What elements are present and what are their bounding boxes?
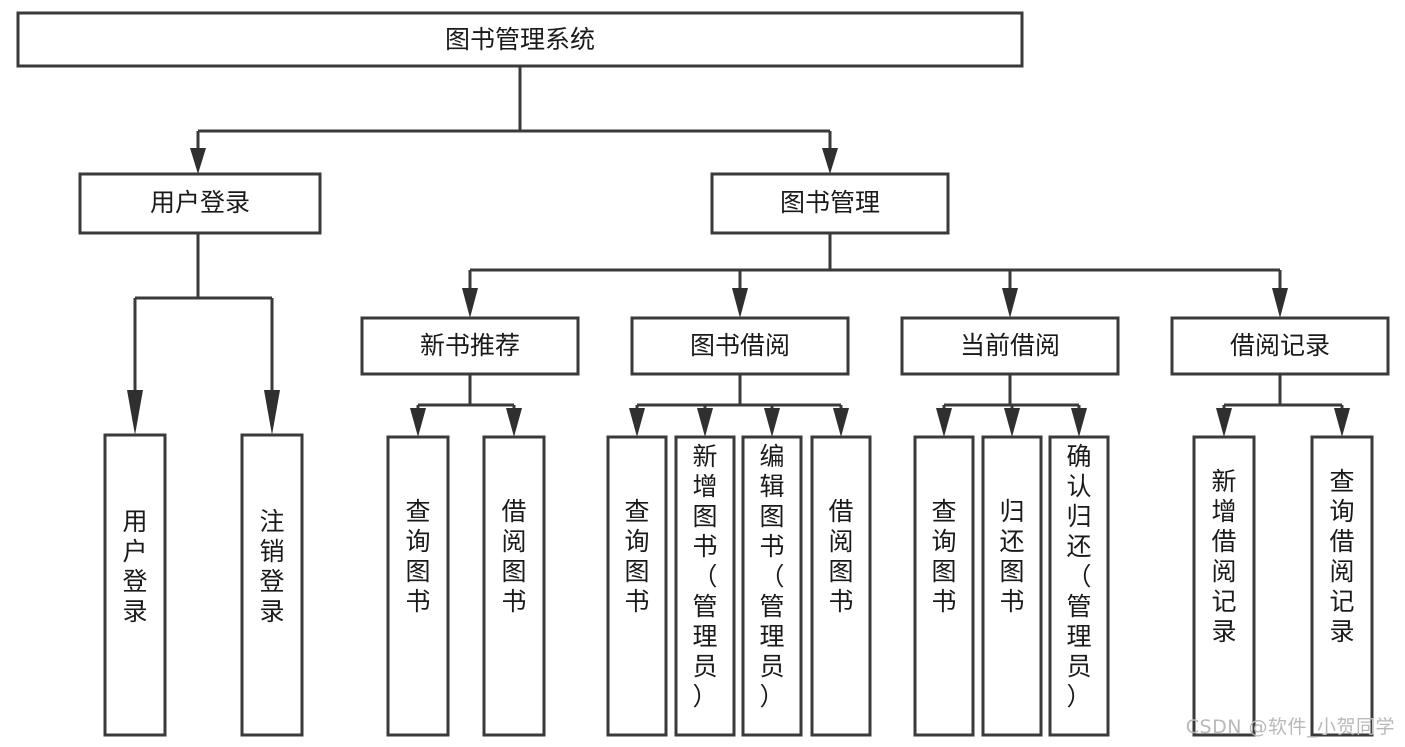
node-root[interactable]: 图书管理系统 (16, 11, 1024, 68)
node-book-borrow-box[interactable] (630, 316, 850, 376)
node-leaf-add-borrow-record[interactable]: 新增借阅记录 (1192, 435, 1256, 737)
arrow-to-leaf-borrow-book-1 (506, 408, 522, 437)
node-leaf-confirm-return-label: 确认归还（管理员） (1066, 442, 1091, 711)
node-user-login-box[interactable] (78, 172, 322, 235)
node-root-box[interactable] (16, 11, 1024, 68)
node-leaf-query-book-2-box[interactable] (606, 435, 668, 737)
arrow-to-leaf-user-login (127, 390, 143, 435)
node-leaf-borrow-book-1-box[interactable] (482, 435, 546, 737)
node-book-borrow[interactable]: 图书借阅 (630, 316, 850, 376)
node-leaf-borrow-book-1[interactable]: 借阅图书 (482, 435, 546, 737)
arrow-to-book-borrow (732, 288, 748, 318)
node-leaf-query-book-1-label: 查询图书 (405, 497, 430, 616)
node-leaf-query-borrow-record[interactable]: 查询借阅记录 (1310, 435, 1374, 737)
arrow-to-new-book-recommend (462, 288, 478, 318)
node-borrow-record[interactable]: 借阅记录 (1170, 316, 1390, 376)
node-leaf-edit-book[interactable]: 编辑图书（管理员） (741, 435, 803, 737)
node-leaf-add-book[interactable]: 新增图书（管理员） (674, 435, 736, 737)
node-book-manage[interactable]: 图书管理 (710, 172, 950, 235)
node-leaf-borrow-book-2[interactable]: 借阅图书 (810, 435, 872, 737)
node-current-borrow-box[interactable] (900, 316, 1120, 376)
arrow-to-borrow-record (1272, 288, 1288, 318)
arrow-to-current-borrow (1002, 288, 1018, 318)
arrow-to-leaf-logout-login (264, 390, 280, 435)
node-leaf-return-book-label: 归还图书 (999, 497, 1024, 616)
node-borrow-record-box[interactable] (1170, 316, 1390, 376)
node-leaf-logout-login-label: 注销登录 (259, 507, 284, 626)
node-borrow-record-label: 借阅记录 (1230, 331, 1330, 360)
node-leaf-query-book-3-label: 查询图书 (931, 497, 956, 616)
node-leaf-query-book-3-box[interactable] (913, 435, 975, 737)
node-leaf-return-book-box[interactable] (981, 435, 1043, 737)
node-new-book-recommend[interactable]: 新书推荐 (360, 316, 580, 376)
arrow-to-leaf-add-borrow-record (1216, 408, 1232, 437)
node-current-borrow-label: 当前借阅 (960, 331, 1060, 360)
node-leaf-add-borrow-record-label: 新增借阅记录 (1211, 467, 1236, 646)
node-leaf-borrow-book-2-box[interactable] (810, 435, 872, 737)
arrow-to-leaf-query-book-3 (936, 408, 952, 437)
node-leaf-query-book-1[interactable]: 查询图书 (386, 435, 450, 737)
arrow-to-leaf-confirm-return (1071, 408, 1087, 437)
node-root-label: 图书管理系统 (445, 25, 595, 54)
nodes-layer: 图书管理系统 用户登录 图书管理 新书推荐 图书借阅 当前 (16, 11, 1390, 737)
node-leaf-query-book-2-label: 查询图书 (624, 497, 649, 616)
node-new-book-recommend-label: 新书推荐 (420, 331, 520, 360)
node-leaf-borrow-book-1-label: 借阅图书 (501, 497, 526, 616)
node-leaf-logout-login[interactable]: 注销登录 (240, 433, 304, 737)
node-leaf-edit-book-label: 编辑图书（管理员） (759, 442, 784, 711)
node-current-borrow[interactable]: 当前借阅 (900, 316, 1120, 376)
arrow-to-leaf-query-borrow-record (1334, 408, 1350, 437)
arrow-to-leaf-query-book-2 (629, 408, 645, 437)
node-leaf-logout-login-box[interactable] (240, 433, 304, 737)
node-leaf-query-borrow-record-box[interactable] (1310, 435, 1374, 737)
arrow-to-leaf-add-book (697, 408, 713, 437)
node-leaf-query-book-2[interactable]: 查询图书 (606, 435, 668, 737)
node-leaf-confirm-return-box[interactable] (1048, 435, 1110, 737)
node-leaf-return-book[interactable]: 归还图书 (981, 435, 1043, 737)
arrow-to-leaf-return-book (1004, 408, 1020, 437)
node-leaf-query-borrow-record-label: 查询借阅记录 (1329, 467, 1354, 646)
node-leaf-borrow-book-2-label: 借阅图书 (828, 497, 853, 616)
arrow-to-leaf-edit-book (764, 408, 780, 437)
arrow-to-leaf-borrow-book-2 (833, 408, 849, 437)
node-leaf-confirm-return[interactable]: 确认归还（管理员） (1048, 435, 1110, 737)
node-leaf-add-book-box[interactable] (674, 435, 736, 737)
node-leaf-query-book-3[interactable]: 查询图书 (913, 435, 975, 737)
node-leaf-user-login-box[interactable] (103, 433, 167, 737)
node-book-borrow-label: 图书借阅 (690, 331, 790, 360)
node-leaf-add-borrow-record-box[interactable] (1192, 435, 1256, 737)
node-leaf-query-book-1-box[interactable] (386, 435, 450, 737)
arrow-to-book-manage (822, 148, 838, 174)
node-leaf-user-login-label: 用户登录 (122, 507, 147, 626)
node-leaf-user-login[interactable]: 用户登录 (103, 433, 167, 737)
node-book-manage-label: 图书管理 (780, 188, 880, 217)
arrow-to-user-login (190, 148, 206, 174)
node-book-manage-box[interactable] (710, 172, 950, 235)
node-new-book-recommend-box[interactable] (360, 316, 580, 376)
arrow-to-leaf-query-book-1 (410, 408, 426, 437)
node-user-login-label: 用户登录 (150, 188, 250, 217)
node-user-login[interactable]: 用户登录 (78, 172, 322, 235)
node-leaf-edit-book-box[interactable] (741, 435, 803, 737)
node-leaf-add-book-label: 新增图书（管理员） (692, 442, 717, 711)
edges-layer (127, 66, 1350, 437)
